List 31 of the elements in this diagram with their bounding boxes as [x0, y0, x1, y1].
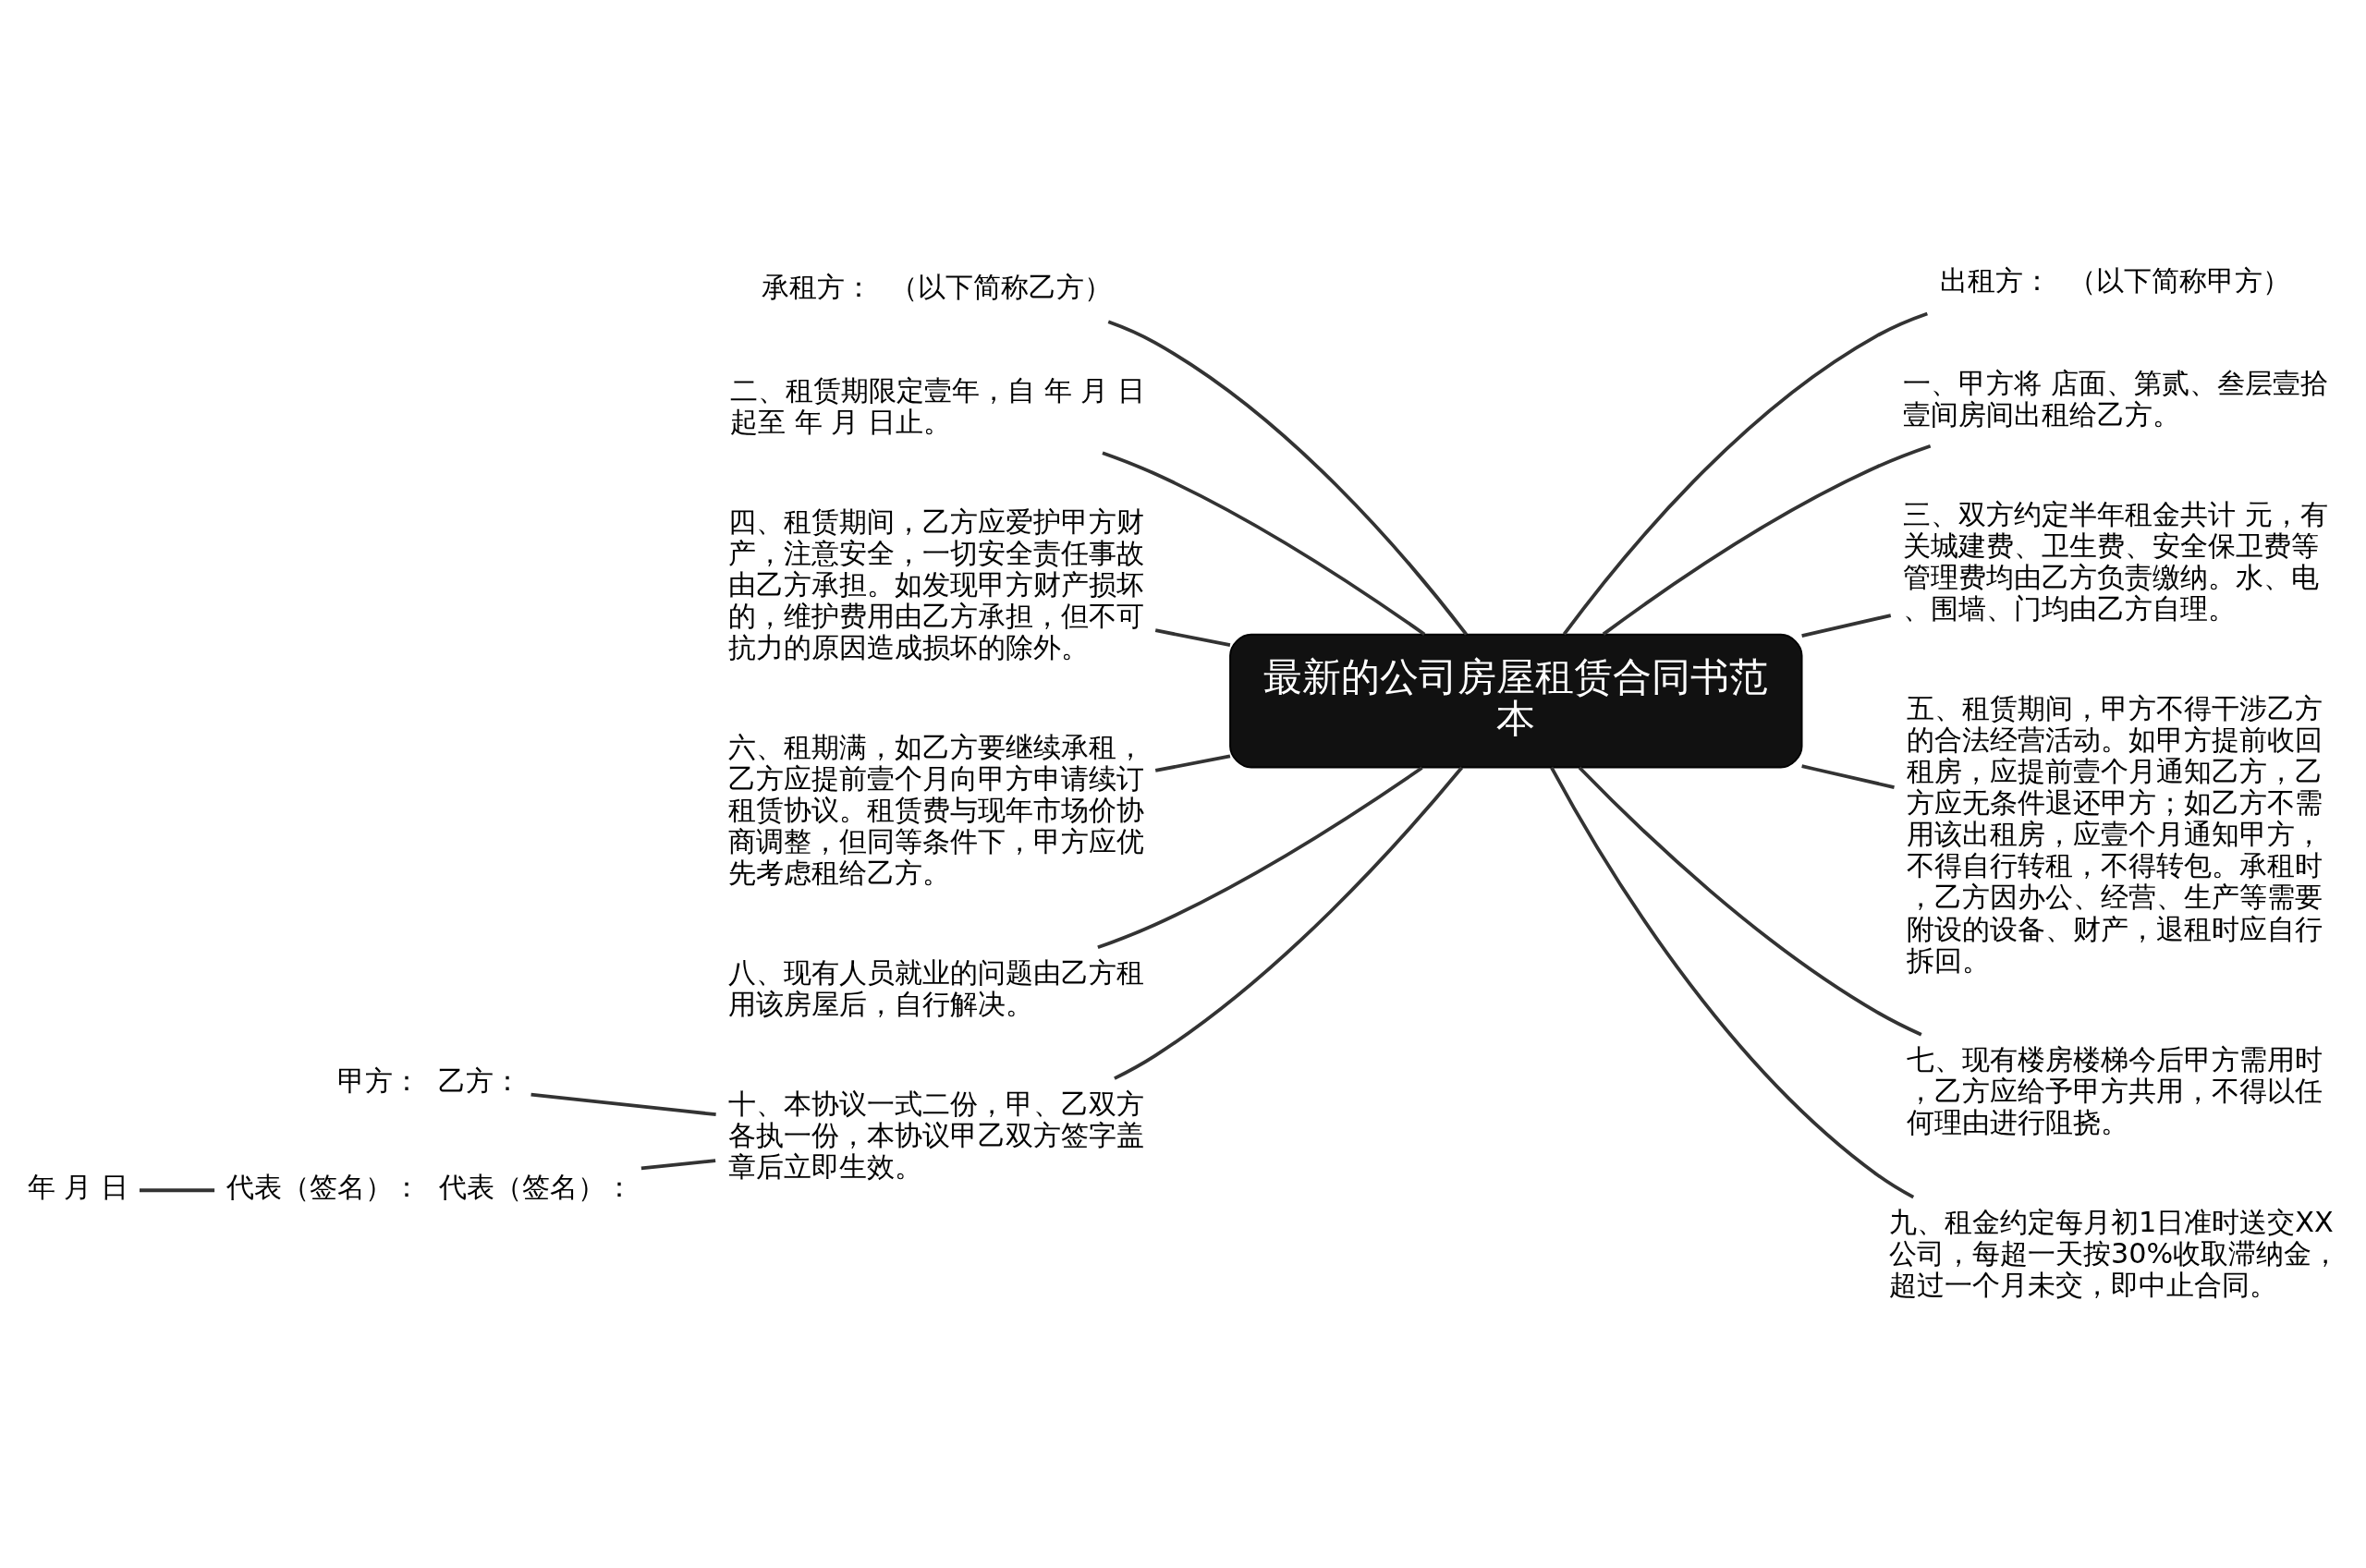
node-text: 年 月 日	[27, 1171, 129, 1204]
node-text: 甲方： 乙方：	[336, 1064, 521, 1098]
node-text: 十、本协议一式二份，甲、乙双方各执一份，本协议甲乙双方签字盖章后立即生效。	[728, 1087, 1145, 1183]
node-text: 八、现有人员就业的问题由乙方租用该房屋后，自行解决。	[728, 955, 1145, 1020]
connector	[1154, 754, 1231, 772]
connector	[1107, 320, 1469, 636]
connector	[531, 1092, 716, 1117]
connector	[1562, 311, 1928, 636]
connector	[1801, 764, 1895, 789]
node-text: 四、租赁期间，乙方应爱护甲方财产，注意安全，一切安全责任事故由乙方承担。如发现甲方财产损坏的，维护费用由乙方承担，但不可抗力的原因造成损坏的除外。	[728, 504, 1145, 663]
node-text: 六、租期满，如乙方要继续承租，乙方应提前壹个月向甲方申请续订租赁协议。租赁费与现年市场价协商调整，但同等条件下，甲方应优先考虑租给乙方。	[728, 730, 1145, 889]
node-text: 二、租赁期限定壹年，自 年 月 日起至 年 月 日止。	[730, 373, 1145, 438]
connector	[1602, 444, 1932, 636]
connector	[1097, 766, 1423, 950]
node-text: 出租方： （以下简称甲方）	[1939, 263, 2291, 297]
connector	[1114, 766, 1464, 1080]
node-text: 承租方： （以下简称乙方）	[762, 271, 1113, 304]
connector	[1154, 628, 1231, 647]
connector	[640, 1159, 716, 1171]
node-text: 代表（签名）： 代表（签名）：	[226, 1171, 633, 1204]
connector	[140, 1188, 215, 1193]
connector	[1801, 614, 1892, 638]
connector	[1578, 766, 1922, 1037]
connector	[1550, 766, 1915, 1199]
node-text: 三、双方约定半年租金共计 元，有关城建费、卫生费、安全保卫费等管理费均由乙方负责缴纳。水、电、围墙、门均由乙方自理。	[1903, 498, 2328, 626]
node-text: 五、租赁期间，甲方不得干涉乙方的合法经营活动。如甲方提前收回租房，应提前壹个月通知乙方，乙方应无条件退还甲方；如乙方不需用该出租房，应壹个月通知甲方，不得自行转租，不得转包。承租时，乙方因办公、经营、生产等需要附设的设备、财产，退租时应自行拆回。	[1907, 692, 2323, 977]
connector	[1102, 451, 1426, 637]
node-box: 最新的公司房屋租赁合同书范本	[1229, 633, 1803, 769]
node-text: 九、租金约定每月初1日准时送交XX公司，每超一天按30%收取滞纳金，超过一个月未交，即中止合同。	[1889, 1206, 2340, 1302]
node-text: 七、现有楼房楼梯今后甲方需用时，乙方应给予甲方共用，不得以任何理由进行阻挠。	[1907, 1043, 2323, 1139]
node-text: 一、甲方将 店面、第贰、叁层壹拾壹间房间出租给乙方。	[1903, 367, 2328, 432]
